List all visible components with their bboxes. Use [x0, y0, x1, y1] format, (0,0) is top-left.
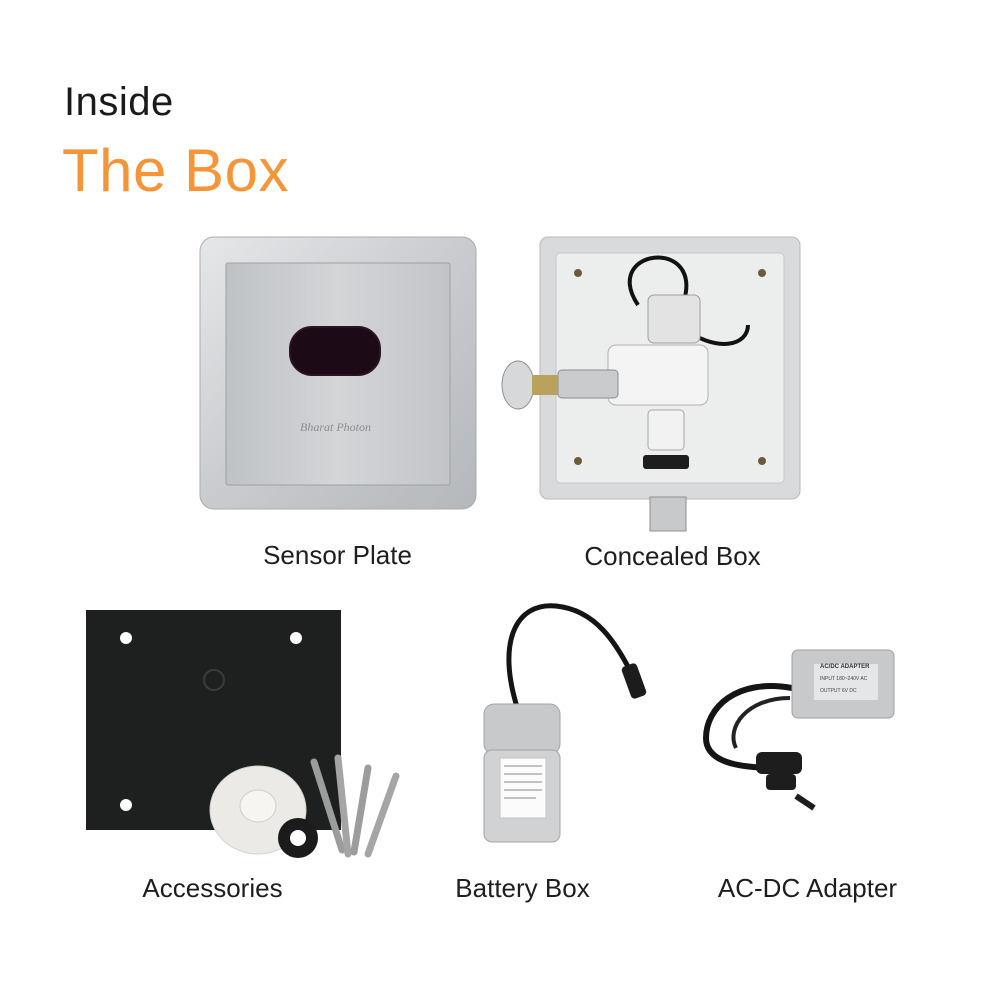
caption-battery-box: Battery Box [455, 873, 590, 903]
adapter-label-input: INPUT 180~240V AC [820, 676, 868, 682]
caption-accessories: Accessories [142, 873, 283, 903]
adapter-label-title: AC/DC ADAPTER [820, 664, 870, 670]
adapter-label-output: OUTPUT 6V DC [820, 688, 857, 694]
heading-the-box: The Box [62, 137, 289, 204]
caption-ac-dc-adapter: AC-DC Adapter [717, 873, 898, 903]
ac-dc-adapter-image [702, 649, 895, 811]
concealed-box-image [501, 236, 801, 532]
ac-dc-adapter-item: AC/DC ADAPTER INPUT 180~240V AC OUTPUT 6… [696, 648, 896, 813]
caption-sensor-plate: Sensor Plate [263, 540, 412, 570]
sensor-plate-item: Bharat Photon [199, 236, 477, 510]
heading-inside: Inside [64, 80, 174, 124]
sensor-plate-image [199, 236, 477, 510]
battery-box-image [483, 603, 647, 843]
brand-text: Bharat Photon [300, 420, 371, 434]
caption-concealed-box: Concealed Box [584, 541, 761, 571]
battery-box-item [476, 602, 656, 847]
accessories-item [86, 610, 406, 865]
accessories-image [86, 610, 400, 858]
concealed-box-item [498, 235, 803, 535]
